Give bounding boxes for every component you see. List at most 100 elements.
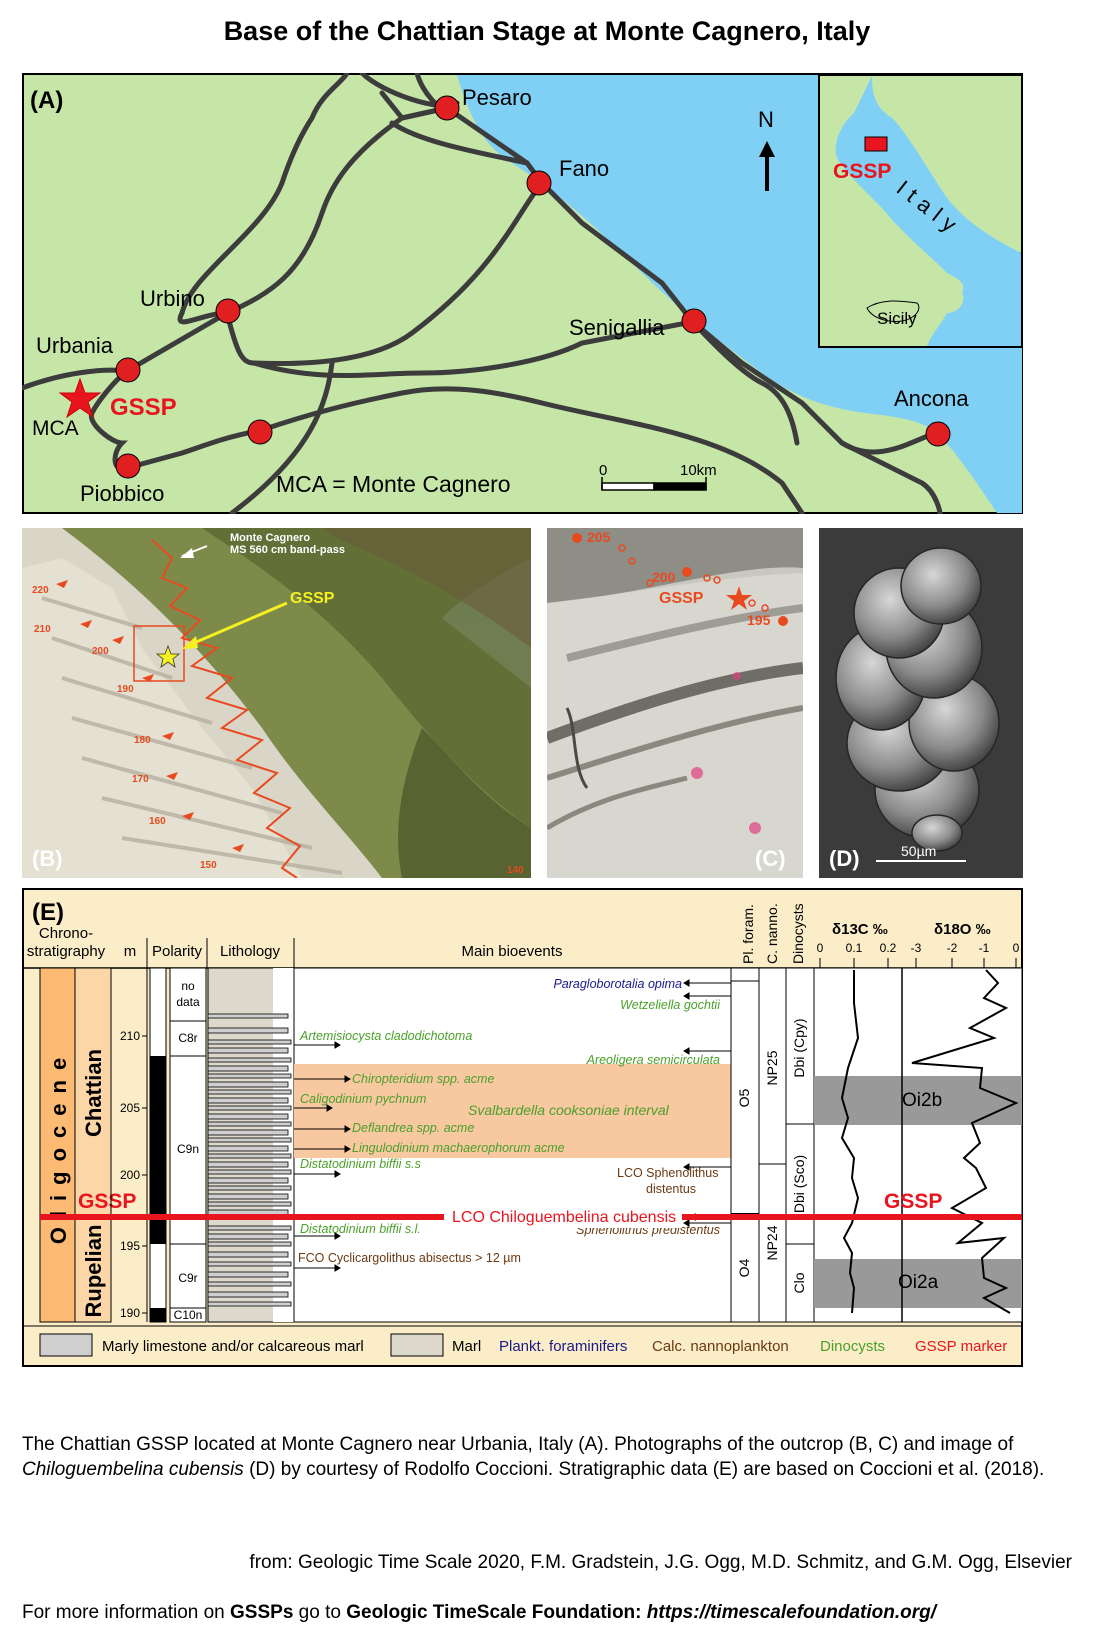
svg-text:150: 150 [200, 860, 217, 871]
bioevent-caligodinium: Caligodinium pychnum [300, 1092, 426, 1106]
svg-text:no: no [181, 979, 195, 993]
svg-text:180: 180 [134, 735, 151, 746]
legend-calc: Calc. nannoplankton [652, 1338, 789, 1355]
svg-text:210: 210 [34, 624, 51, 635]
oi2b-label: Oi2b [902, 1090, 942, 1111]
svg-text:190: 190 [117, 684, 134, 695]
gssp-right-label: GSSP [884, 1190, 942, 1213]
figure-caption: The Chattian GSSP located at Monte Cagne… [22, 1434, 1045, 1480]
panel-e-label: (E) [32, 899, 64, 926]
bioevent-chiropteridium: Chiropteridium spp. acme [352, 1072, 494, 1086]
d13c-header: δ13C ‰ [832, 921, 888, 938]
svg-text:NP25: NP25 [764, 1050, 780, 1085]
oi2a-label: Oi2a [898, 1272, 939, 1293]
bioevent-artemisiocysta: Artemisiocysta cladodichotoma [299, 1029, 472, 1043]
panel-a-label: (A) [30, 87, 63, 114]
svg-text:Dbi (Sco): Dbi (Sco) [791, 1155, 807, 1213]
stage-lower-label: Rupelian [81, 1225, 106, 1318]
svg-text:0: 0 [1013, 941, 1020, 955]
d18o-header: δ18O ‰ [934, 921, 991, 938]
svg-text:210: 210 [120, 1029, 140, 1043]
svg-text:m: m [124, 943, 137, 960]
foundation-link[interactable]: https://timescalefoundation.org/ [646, 1602, 936, 1623]
svg-text:10km: 10km [680, 462, 717, 479]
svg-text:Main bioevents: Main bioevents [462, 943, 563, 960]
bioevent-wetzeliella: Wetzeliella gochtii [620, 998, 721, 1012]
source-citation: from: Geologic Time Scale 2020, F.M. Gra… [249, 1552, 1072, 1573]
inset-gssp-label: GSSP [833, 160, 891, 183]
panel-c-photo: 205 200 195 GSSP (C) [547, 528, 803, 878]
city-marker-urbino [215, 298, 241, 324]
legend-dino: Dinocysts [820, 1338, 885, 1355]
city-marker-senigallia [681, 308, 707, 334]
gssp-map-label: GSSP [110, 394, 177, 421]
svg-text:140: 140 [507, 865, 524, 876]
legend-gssp-marker: GSSP marker [915, 1338, 1007, 1355]
bioevent-deflandrea: Deflandrea spp. acme [352, 1121, 474, 1135]
svg-text:C9r: C9r [178, 1271, 197, 1285]
epoch-label: Oligocene [46, 1048, 71, 1244]
bioevent-distatodinium-ss: Distatodinium biffii s.s [300, 1157, 421, 1171]
photo-b-annotation-1: Monte Cagnero [230, 532, 310, 544]
svg-text:200: 200 [120, 1168, 140, 1182]
inset-sicily-label: Sicily [877, 309, 917, 328]
city-marker-urbania [115, 357, 141, 383]
bioevent-areoligera: Areoligera semicirculata [586, 1053, 720, 1067]
svg-text:170: 170 [132, 774, 149, 785]
bioevent-lco-sphenolithus: LCO Sphenolithus [617, 1166, 718, 1180]
bioevent-distatodinium-sl: Distatodinium biffii s.l. [300, 1222, 421, 1236]
legend-swatch-marly [39, 1333, 93, 1357]
page-title: Base of the Chattian Stage at Monte Cagn… [223, 16, 871, 46]
bioevent-lingulodinium: Lingulodinium machaerophorum acme [352, 1141, 565, 1155]
legend-marly: Marly limestone and/or calcareous marl [102, 1338, 364, 1355]
svg-text:Clo: Clo [791, 1272, 807, 1293]
city-label-senigallia: Senigallia [569, 315, 665, 340]
city-marker-fano [526, 170, 552, 196]
svg-text:N: N [758, 107, 774, 132]
svg-text:Polarity: Polarity [152, 943, 203, 960]
city-label-urbania: Urbania [36, 333, 114, 358]
panel-d-label: (D) [829, 846, 860, 871]
svg-text:220: 220 [32, 585, 49, 596]
photo-b-gssp-label: GSSP [290, 590, 335, 607]
svg-text:-3: -3 [911, 941, 922, 955]
gssp-lco-label: LCO Chiloguembelina cubensis [452, 1209, 676, 1226]
city-label-ancona: Ancona [894, 386, 969, 411]
svg-text:200: 200 [652, 569, 676, 585]
svg-text:Dbi (Cpy): Dbi (Cpy) [791, 1018, 807, 1077]
svg-text:205: 205 [587, 529, 611, 545]
city-marker-unnamed [247, 419, 273, 445]
svg-text:0.2: 0.2 [880, 941, 897, 955]
svg-text:0: 0 [599, 462, 607, 479]
legend-plankt: Plankt. foraminifers [499, 1338, 627, 1355]
svg-text:-1: -1 [979, 941, 990, 955]
svg-text:Dinocysts: Dinocysts [790, 903, 806, 964]
map-legend: MCA = Monte Cagnero [276, 471, 511, 497]
svg-text:Chrono-: Chrono- [39, 925, 93, 942]
north-arrow-icon: N [758, 107, 775, 191]
city-label-piobbico: Piobbico [80, 481, 164, 506]
svg-text:C. nanno.: C. nanno. [764, 903, 780, 964]
panel-c-label: (C) [755, 846, 786, 871]
svg-text:205: 205 [120, 1101, 140, 1115]
panel-e-stratigraphy: (E) Chrono- stratigraphy m Polarity Lith… [22, 888, 1023, 1367]
svg-text:0: 0 [817, 941, 824, 955]
svg-text:C8r: C8r [178, 1031, 197, 1045]
stage-upper-label: Chattian [81, 1049, 106, 1137]
svg-text:distentus: distentus [646, 1182, 696, 1196]
gssp-left-label: GSSP [78, 1190, 136, 1213]
bioevent-fco-cyclicargolithus: FCO Cyclicargolithus abisectus > 12 µm [298, 1251, 521, 1265]
svg-text:C10n: C10n [174, 1308, 203, 1322]
svg-text:195: 195 [747, 612, 771, 628]
legend-swatch-marl [390, 1333, 444, 1357]
svg-text:stratigraphy: stratigraphy [27, 943, 106, 960]
svg-text:-2: -2 [947, 941, 958, 955]
svg-text:Lithology: Lithology [220, 943, 281, 960]
scale-bar: 0 10km [599, 462, 717, 491]
svg-text:195: 195 [120, 1239, 140, 1253]
city-marker-ancona [925, 421, 951, 447]
more-info-line: For more information on GSSPs go to Geol… [22, 1602, 936, 1623]
panel-b-label: (B) [32, 846, 63, 871]
panel-a-map: (A) Pesaro Fano Urbino Senigallia Urbani… [22, 73, 1023, 514]
legend-marl: Marl [452, 1338, 481, 1355]
